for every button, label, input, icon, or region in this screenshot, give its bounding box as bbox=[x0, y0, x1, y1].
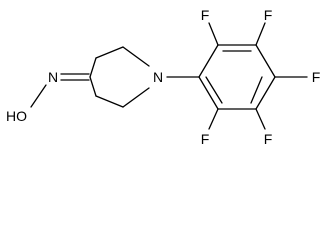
atom-f-right: F bbox=[312, 69, 321, 85]
bond-c5-c6 bbox=[95, 95, 124, 108]
bond-ar-inner-3 bbox=[205, 76, 223, 104]
bond-ar6-ar1 bbox=[198, 76, 219, 110]
structure-diagram: N N HO F F F F F bbox=[6, 7, 321, 147]
atom-f-bottom-right: F bbox=[264, 131, 273, 147]
atom-f-top-left: F bbox=[201, 7, 210, 23]
bond-ar4-ar5 bbox=[255, 76, 276, 110]
bond-ar3-f2 bbox=[255, 22, 266, 46]
bond-ar1-ar2 bbox=[198, 44, 219, 78]
atom-f-bottom-left: F bbox=[201, 131, 210, 147]
bond-ar3-ar4 bbox=[255, 44, 276, 78]
bond-ar5-f4 bbox=[255, 108, 266, 130]
bond-n-oxime-o bbox=[30, 84, 47, 108]
bond-c4-c5 bbox=[89, 76, 97, 97]
bond-ar6-f5 bbox=[208, 108, 219, 130]
bond-n1-c2 bbox=[122, 46, 150, 67]
atom-oh: HO bbox=[6, 108, 27, 124]
bond-c6-n1 bbox=[122, 87, 150, 108]
atom-n-ring: N bbox=[153, 69, 163, 85]
atom-f-top-right: F bbox=[264, 7, 273, 23]
atom-n-oxime: N bbox=[48, 69, 58, 85]
bond-ar-inner-2 bbox=[250, 76, 263, 104]
bond-ar2-f1 bbox=[208, 22, 219, 46]
bond-c3-c4 bbox=[89, 57, 97, 78]
bond-c2-c3 bbox=[95, 46, 124, 59]
